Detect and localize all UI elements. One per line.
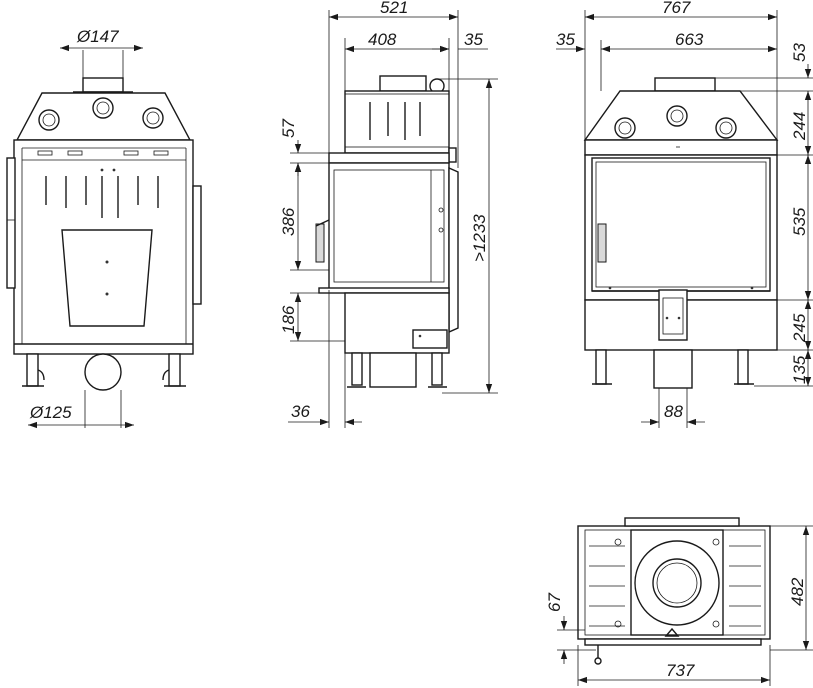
front-dimensions: Ø147 Ø125 <box>28 27 143 429</box>
rear-view <box>583 77 779 389</box>
top-view <box>577 517 771 665</box>
body-width-label: 663 <box>675 30 704 49</box>
side-dimensions: 521 408 35 57 386 186 >1233 36 <box>279 0 498 428</box>
flue-diameter-label: Ø147 <box>76 27 119 46</box>
front-view <box>6 77 202 391</box>
handle-offset-label: 67 <box>545 593 564 612</box>
base-height-label: 186 <box>279 305 298 334</box>
duct-width-label: 88 <box>664 402 683 421</box>
top-view-depth-label: 482 <box>788 577 807 606</box>
foot-offset-label: 36 <box>291 402 310 421</box>
body-depth-label: 408 <box>368 30 397 49</box>
top-offset-label: 53 <box>790 43 809 62</box>
air-inlet-diameter-label: Ø125 <box>29 403 72 422</box>
overall-depth-label: 521 <box>380 0 408 17</box>
rear-base-height-label: 245 <box>790 313 809 343</box>
total-height-label: >1233 <box>470 214 489 262</box>
rear-glass-height-label: 535 <box>790 207 809 236</box>
side-view <box>315 75 459 388</box>
rear-side-offset-label: 35 <box>556 30 575 49</box>
leg-height-label: 135 <box>790 355 809 384</box>
rear-offset-label: 35 <box>464 30 483 49</box>
overall-width-label: 767 <box>662 0 691 17</box>
top-height-label: 57 <box>279 119 298 138</box>
top-view-width-label: 737 <box>666 661 695 680</box>
rear-dimensions: 767 35 663 53 244 535 245 135 88 <box>556 0 813 428</box>
glass-height-label: 386 <box>279 207 298 236</box>
hood-height-label: 244 <box>790 112 809 141</box>
top-dimensions: 482 67 737 <box>545 525 813 686</box>
